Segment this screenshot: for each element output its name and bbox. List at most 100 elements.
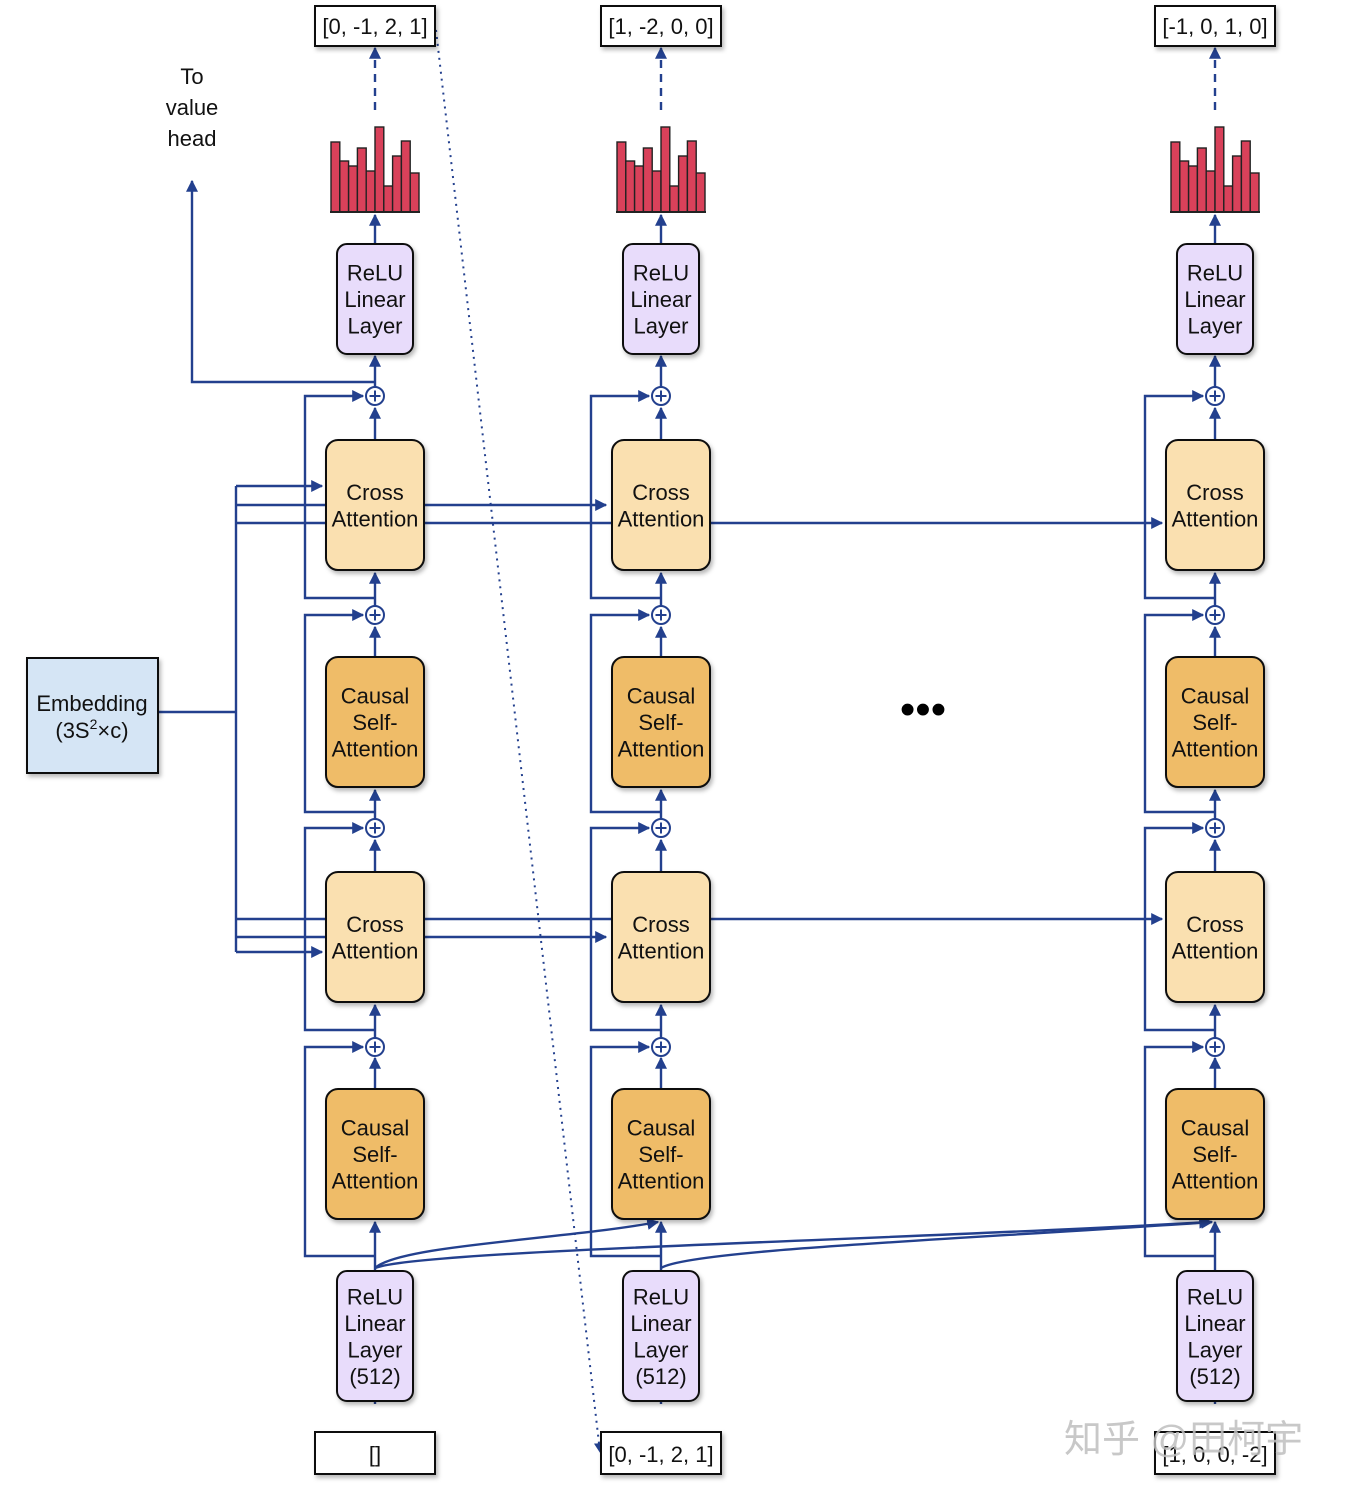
- relu-linear-512-label-line: (512): [635, 1364, 686, 1389]
- cross-attention-block: [325, 439, 425, 571]
- histogram-bar: [400, 140, 411, 213]
- causal-self-attention-label-line: Self-: [352, 710, 397, 735]
- cross-attention-label-line: Cross: [632, 480, 689, 505]
- causal-self-attention-label-line: Causal: [1181, 1116, 1249, 1141]
- relu-linear-layer-label-line: ReLU: [633, 261, 689, 286]
- histogram-bar: [1205, 170, 1216, 213]
- embedding-shape-sup: 2: [90, 716, 98, 732]
- causal-self-attention-label-line: Causal: [341, 684, 409, 709]
- relu-linear-512-block: [622, 1270, 700, 1402]
- cross-attention-block: [1165, 439, 1265, 571]
- causal-self-attention-block: [611, 656, 711, 788]
- histogram-bar: [660, 126, 671, 213]
- histogram-bar: [1240, 140, 1251, 213]
- input-label-box: [314, 1431, 436, 1475]
- relu-linear-512-label-line: Linear: [630, 1311, 691, 1336]
- input-label-box: [1154, 1431, 1276, 1475]
- histogram-bar: [695, 172, 706, 213]
- cross-attention-block: [611, 871, 711, 1003]
- embedding-label: Embedding: [36, 691, 147, 716]
- relu-linear-512-block: [336, 1270, 414, 1402]
- shift-output-to-next-input-dotted-arrow: [435, 29, 604, 1453]
- causal-self-attention-label-line: Attention: [618, 1169, 705, 1194]
- relu-linear-layer-label-line: Layer: [347, 314, 402, 339]
- embedding-shape-label: (3S2×c): [55, 716, 128, 743]
- cross-attention-label-line: Attention: [618, 506, 705, 531]
- input-label-box: [600, 1431, 722, 1475]
- histogram-bar: [409, 172, 420, 213]
- value-head-label: To: [180, 64, 203, 89]
- cross-attention-block: [1165, 871, 1265, 1003]
- causal-self-attention-label-line: Self-: [638, 1142, 683, 1167]
- cross-attention-label-line: Cross: [632, 912, 689, 937]
- residual-skip: [589, 390, 661, 600]
- histogram-bar: [669, 185, 680, 213]
- output-label-box: [1154, 5, 1276, 47]
- to-value-head-arrow: [186, 179, 375, 384]
- histogram-bar: [339, 160, 350, 213]
- histogram-bar: [1214, 126, 1225, 213]
- causal-self-attention-label-line: Attention: [1172, 737, 1259, 762]
- cross-attention-label-line: Attention: [332, 506, 419, 531]
- histogram-bar: [1196, 147, 1207, 213]
- relu-linear-layer-label-line: Layer: [633, 314, 688, 339]
- causal-self-attention-label-line: Causal: [627, 1116, 695, 1141]
- relu-linear-layer-label-line: Linear: [1184, 287, 1245, 312]
- histogram-bar: [1223, 185, 1234, 213]
- relu-linear-512-label-line: ReLU: [347, 1284, 403, 1309]
- causal-self-attention-label-line: Self-: [638, 710, 683, 735]
- embedding-shape-suffix: ×c): [97, 718, 128, 743]
- causal-self-attention-label-line: Self-: [352, 1142, 397, 1167]
- histogram-bar: [365, 170, 376, 213]
- histogram-bar: [1231, 155, 1243, 213]
- causal-self-attention-label-line: Causal: [341, 1116, 409, 1141]
- causal-self-attention-block: [325, 1088, 425, 1220]
- causal-self-attention-label-line: Attention: [332, 737, 419, 762]
- cross-attention-label-line: Cross: [1186, 480, 1243, 505]
- output-label: [-1, 0, 1, 0]: [1162, 14, 1267, 39]
- input-label: [0, -1, 2, 1]: [608, 1442, 713, 1467]
- cross-attention-block: [611, 439, 711, 571]
- histogram-bar: [1170, 141, 1181, 213]
- cross-attention-label-line: Cross: [346, 480, 403, 505]
- histogram-bar: [383, 185, 394, 213]
- cross-attention-label-line: Attention: [1172, 938, 1259, 963]
- residual-skip: [1143, 390, 1215, 600]
- output-label-box: [600, 5, 722, 47]
- cross-attention-block: [325, 871, 425, 1003]
- histogram-bar: [356, 147, 367, 213]
- causal-self-attention-label-line: Attention: [332, 1169, 419, 1194]
- cross-attention-label-line: Cross: [1186, 912, 1243, 937]
- causal-self-attention-label-line: Causal: [1181, 684, 1249, 709]
- cross-attention-label-line: Attention: [332, 938, 419, 963]
- residual-skip: [1143, 609, 1215, 814]
- histogram-bar: [677, 155, 689, 213]
- residual-skip: [589, 609, 661, 814]
- blocks: [26, 5, 1276, 1475]
- histogram-bar: [625, 160, 636, 213]
- relu-linear-512-label-line: ReLU: [1187, 1284, 1243, 1309]
- residual-skip: [1143, 1041, 1215, 1258]
- output-label-box: [314, 5, 436, 47]
- residual-skip: [303, 822, 375, 1032]
- histogram-bar: [1187, 165, 1199, 213]
- text-labels: ReLULinearLayer(512)CausalSelf-Attention…: [36, 14, 1303, 1467]
- input-label: []: [369, 1442, 381, 1467]
- causal-self-attention-block: [611, 1088, 711, 1220]
- relu-linear-layer-label-line: Linear: [344, 287, 405, 312]
- histogram-bar: [686, 140, 697, 213]
- relu-linear-512-label-line: (512): [1189, 1364, 1240, 1389]
- cross-attention-label-line: Attention: [618, 938, 705, 963]
- output-label: [1, -2, 0, 0]: [608, 14, 713, 39]
- histogram-bar: [616, 141, 627, 213]
- causal-context-curve: [374, 1216, 1212, 1270]
- residual-skip: [303, 390, 375, 600]
- output-label: [0, -1, 2, 1]: [322, 14, 427, 39]
- residual-skip: [303, 609, 375, 814]
- histogram-bar: [374, 126, 385, 213]
- histogram-bar: [633, 165, 645, 213]
- causal-self-attention-block: [325, 656, 425, 788]
- value-head-label: value: [166, 95, 219, 120]
- watermark: 知乎 @田柯宇: [1064, 1419, 1303, 1461]
